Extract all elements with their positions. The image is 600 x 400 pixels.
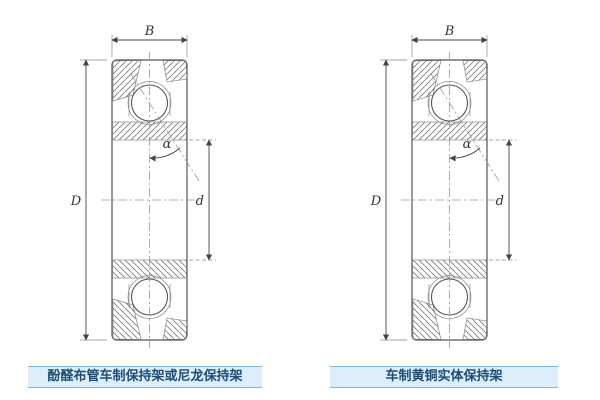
bearing-cross-section	[80, 35, 216, 348]
dim-label-outer-diameter: D	[70, 194, 82, 209]
dim-label-width: B	[444, 24, 455, 39]
dim-label-width: B	[144, 24, 155, 39]
dim-label-contact-angle: α	[463, 137, 472, 152]
dim-label-contact-angle: α	[163, 137, 172, 152]
bearing-diagram-left: B D d α	[70, 24, 247, 364]
dim-label-outer-diameter: D	[370, 194, 382, 209]
bearing-cross-section	[380, 35, 516, 348]
dim-label-bore-diameter: d	[196, 194, 204, 209]
bearing-diagram-right: B D d α	[370, 24, 547, 364]
dim-label-bore-diameter: d	[496, 194, 504, 209]
caption-left-cage-type: 酚醛布管车制保持架或尼龙保持架	[28, 366, 262, 388]
caption-right-cage-type: 车制黄铜实体保持架	[330, 366, 558, 388]
